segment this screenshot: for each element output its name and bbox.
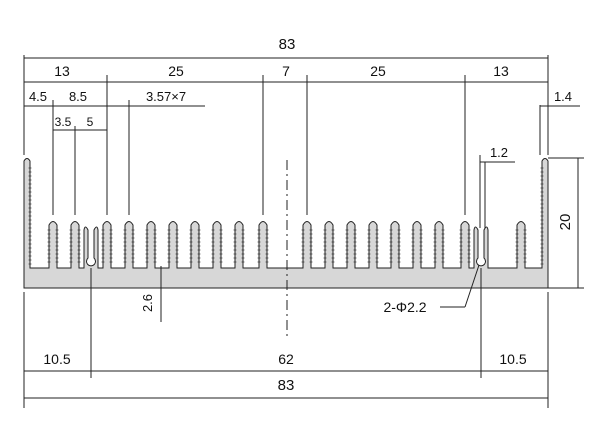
hole-spacing-label: 62 bbox=[278, 351, 294, 367]
segment-dimensions: 13 25 7 25 13 bbox=[24, 63, 548, 215]
wall-thickness-label: 1.4 bbox=[554, 89, 572, 104]
fin-pitch-dimensions: 4.5 8.5 3.57×7 bbox=[24, 89, 205, 215]
offset-left-label: 4.5 bbox=[29, 89, 47, 104]
bottom-dimensions: 10.5 62 10.5 83 bbox=[23, 268, 549, 408]
heatsink-cross-section bbox=[23, 158, 549, 289]
fin-pitch-label: 3.57×7 bbox=[146, 89, 186, 104]
segment-label-left-mid: 25 bbox=[168, 63, 184, 79]
height-dimension: 20 bbox=[548, 157, 584, 289]
hole-label: 2-Φ2.2 bbox=[383, 299, 426, 315]
first-pitch-label: 8.5 bbox=[69, 89, 87, 104]
bottom-overall-width-label: 83 bbox=[278, 377, 295, 394]
base-thickness-dimension: 2.6 bbox=[140, 266, 162, 322]
segment-label-right-mid: 25 bbox=[370, 63, 386, 79]
top-overall-width-label: 83 bbox=[279, 36, 296, 53]
fin-tip-dimension: 1.2 bbox=[479, 145, 515, 228]
wall-thickness-dimension: 1.4 bbox=[539, 89, 580, 155]
segment-label-right: 13 bbox=[493, 63, 509, 79]
fin-gap-dimensions: 3.5 5 bbox=[53, 115, 107, 215]
segment-label-left: 13 bbox=[54, 63, 70, 79]
segment-label-center: 7 bbox=[282, 63, 290, 79]
top-overall-dimension: 83 bbox=[23, 36, 549, 155]
fin-serrations bbox=[28, 167, 544, 265]
heatsink-body bbox=[23, 158, 549, 289]
hole-callout: 2-Φ2.2 bbox=[383, 264, 480, 315]
fin-gap-b-label: 5 bbox=[87, 115, 94, 129]
hole-offset-right-label: 10.5 bbox=[499, 351, 526, 367]
fin-tip-label: 1.2 bbox=[490, 145, 508, 160]
base-thickness-label: 2.6 bbox=[140, 294, 155, 312]
fin-gap-a-label: 3.5 bbox=[55, 115, 72, 129]
hole-offset-left-label: 10.5 bbox=[43, 351, 70, 367]
height-label: 20 bbox=[557, 214, 574, 231]
